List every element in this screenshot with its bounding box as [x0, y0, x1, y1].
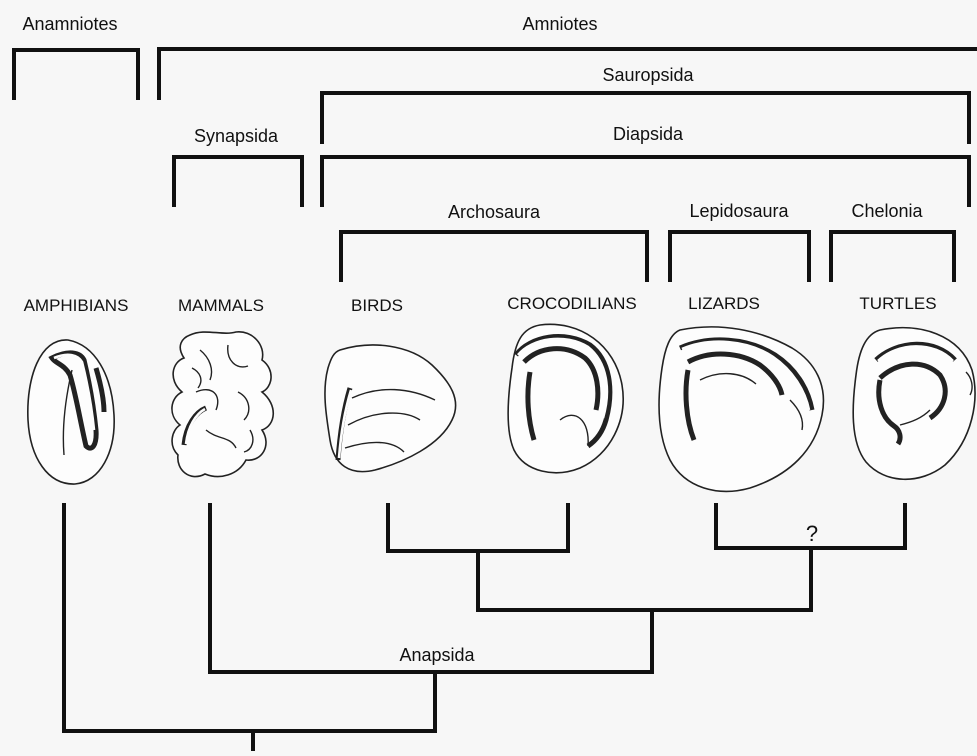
mammal-brain-section-icon: [172, 332, 273, 477]
taxon-crocodilians: CROCODILIANS: [507, 294, 636, 313]
amphibian-brain-section-icon: [28, 340, 114, 484]
bracket-synapsida: [174, 157, 302, 205]
bracket-diapsida: [322, 157, 969, 205]
label-diapsida: Diapsida: [613, 124, 684, 144]
label-lepidosaura: Lepidosaura: [689, 201, 789, 221]
taxon-mammals: MAMMALS: [178, 296, 264, 315]
taxon-amphibians: AMPHIBIANS: [24, 296, 129, 315]
label-archosaura: Archosaura: [448, 202, 541, 222]
tree-node-archosaura: [388, 505, 568, 551]
label-anapsida: Anapsida: [399, 645, 475, 665]
taxon-birds: BIRDS: [351, 296, 403, 315]
label-anamniotes: Anamniotes: [22, 14, 117, 34]
lizard-brain-section-icon: [659, 327, 823, 491]
bird-brain-section-icon: [325, 345, 456, 472]
bracket-chelonia: [831, 232, 954, 280]
label-chelonia: Chelonia: [851, 201, 923, 221]
tree-node-tetrapods: [64, 505, 435, 731]
bracket-anamniotes: [14, 50, 138, 98]
taxon-turtles: TURTLES: [859, 294, 936, 313]
tree-node-diapsida: [478, 548, 811, 610]
phylogenetic-tree: [64, 505, 905, 751]
label-amniotes: Amniotes: [522, 14, 597, 34]
uncertain-relationship-mark: ?: [806, 521, 818, 546]
turtle-brain-section-icon: [853, 328, 975, 480]
crocodilian-brain-section-icon: [508, 324, 623, 472]
bracket-archosaura: [341, 232, 647, 280]
bracket-lepidosaura: [670, 232, 809, 280]
taxon-lizards: LIZARDS: [688, 294, 760, 313]
bracket-amniotes: [159, 49, 976, 98]
label-synapsida: Synapsida: [194, 126, 279, 146]
label-sauropsida: Sauropsida: [602, 65, 694, 85]
